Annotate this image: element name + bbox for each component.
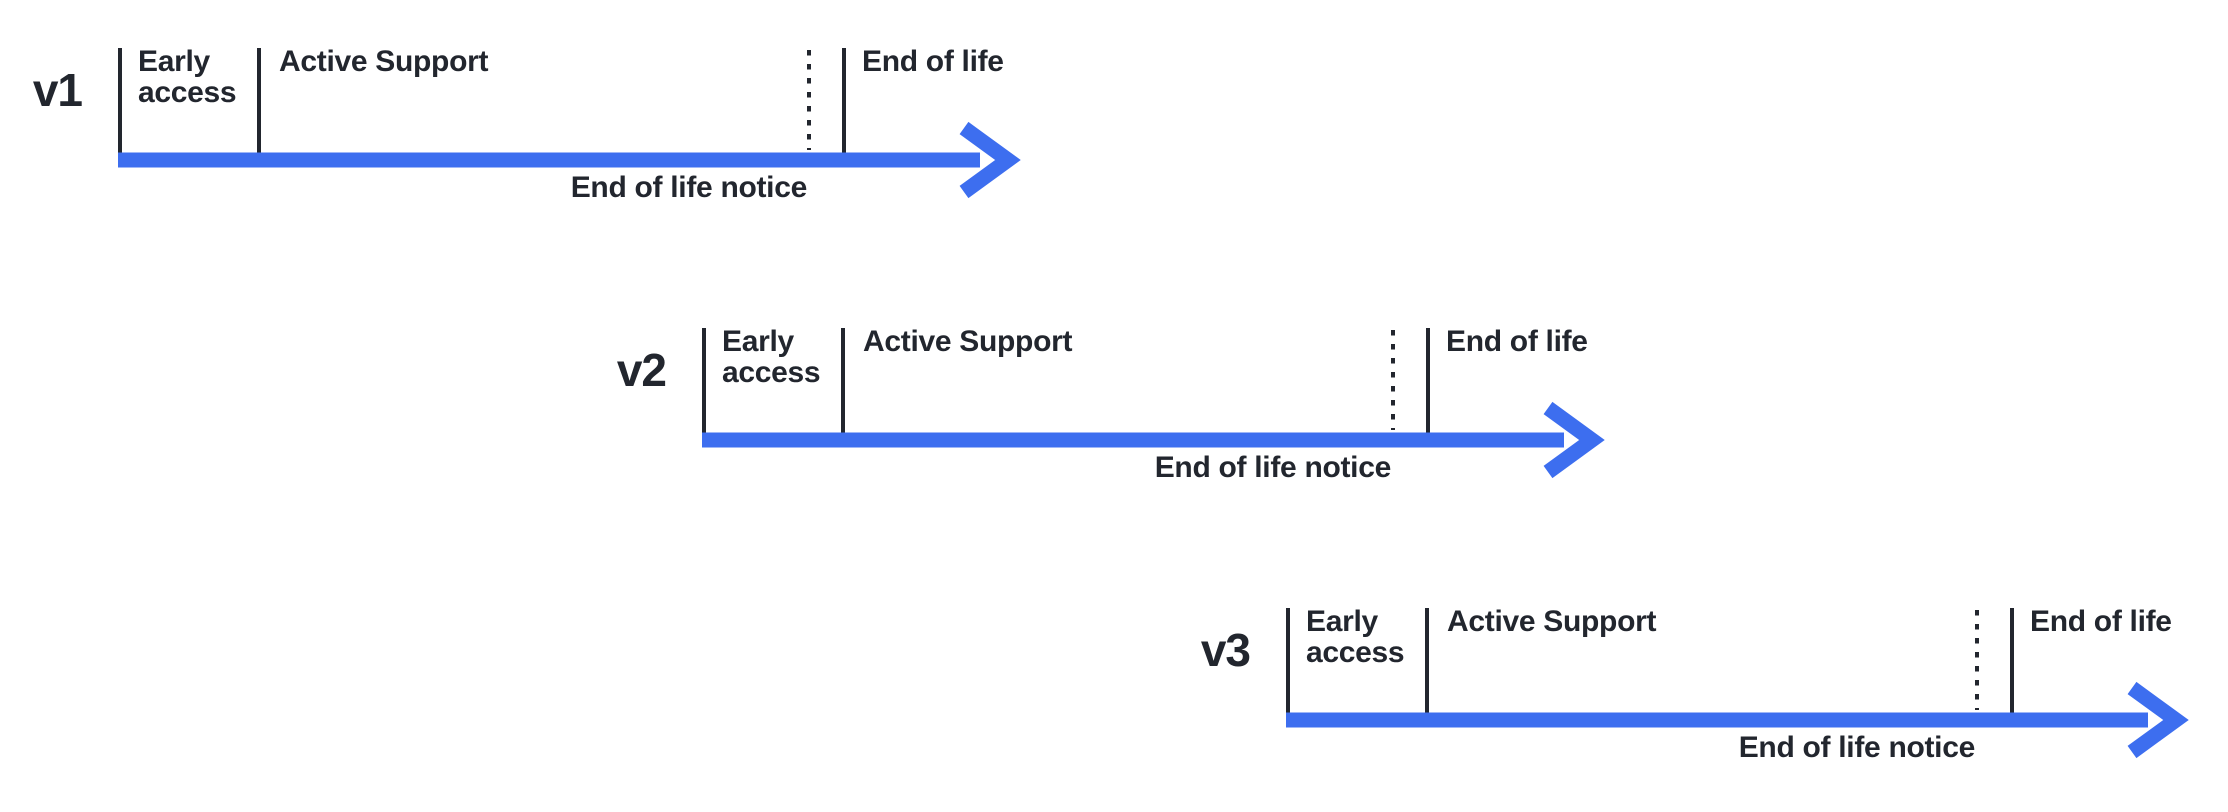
active-support-tick (1425, 608, 1429, 713)
timeline-arrow (118, 121, 1021, 199)
version-label: v2 (616, 344, 667, 396)
active-support-tick (841, 328, 845, 433)
early-access-label: Early access (1306, 605, 1405, 669)
eol-notice-label: End of life notice (1738, 731, 1976, 764)
end-of-life-label: End of life (862, 45, 1004, 78)
early-access-tick (1286, 608, 1290, 713)
active-support-label: Active Support (863, 325, 1073, 358)
timeline-v1: v1 Early access Active Support End of li… (33, 45, 1058, 218)
timeline-arrow (702, 401, 1605, 479)
version-label: v3 (1200, 624, 1251, 676)
end-of-life-label: End of life (1446, 325, 1588, 358)
timeline-arrow (1286, 681, 2189, 759)
eol-notice-label: End of life notice (1154, 451, 1392, 484)
arrow-head-icon (1543, 401, 1605, 479)
active-support-label: Active Support (279, 45, 489, 78)
version-label: v1 (32, 64, 83, 116)
eol-notice-label: End of life notice (570, 171, 808, 204)
timeline-v2: v2 Early access Active Support End of li… (617, 325, 1642, 498)
early-access-label: Early access (138, 45, 237, 109)
eol-notice-dashed-marker (1391, 330, 1395, 430)
arrow-head-icon (959, 121, 1021, 199)
end-of-life-label: End of life (2030, 605, 2172, 638)
timeline-v3: v3 Early access Active Support End of li… (1201, 605, 2226, 778)
early-access-tick (118, 48, 122, 153)
end-of-life-tick (1426, 328, 1430, 433)
early-access-label: Early access (722, 325, 821, 389)
arrow-head-icon (2127, 681, 2189, 759)
eol-notice-dashed-marker (807, 50, 811, 150)
end-of-life-tick (842, 48, 846, 153)
end-of-life-tick (2010, 608, 2014, 713)
early-access-tick (702, 328, 706, 433)
active-support-label: Active Support (1447, 605, 1657, 638)
eol-notice-dashed-marker (1975, 610, 1979, 710)
active-support-tick (257, 48, 261, 153)
